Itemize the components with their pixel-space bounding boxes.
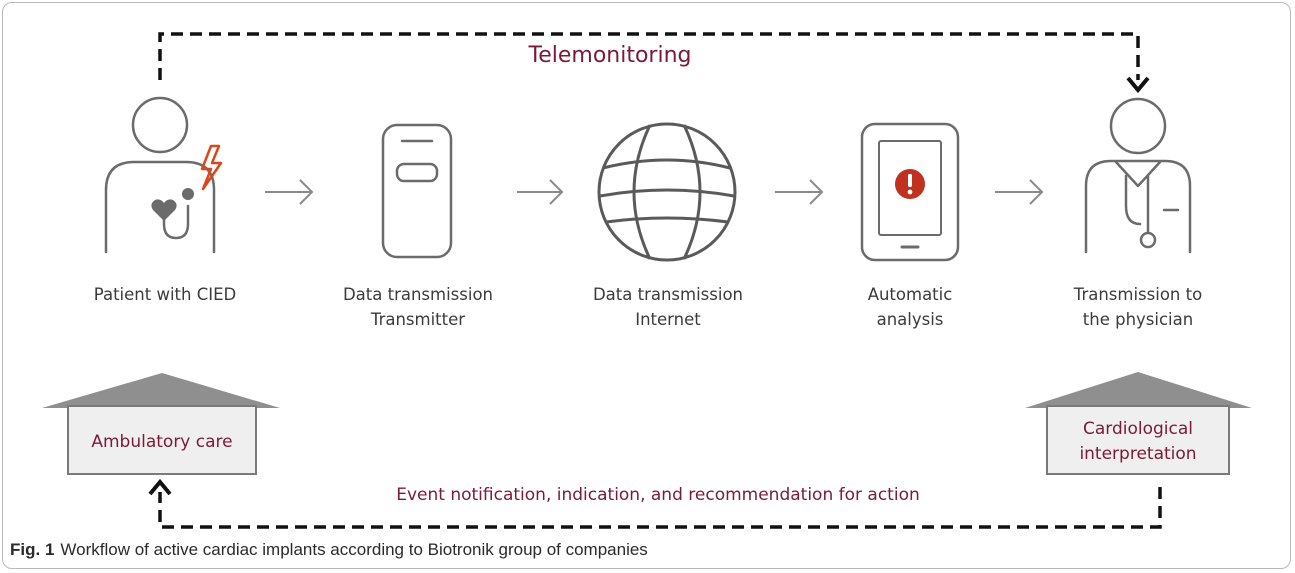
heart-icon (151, 199, 177, 221)
transmitter-icon (381, 123, 453, 259)
flow-arrow-1 (265, 179, 314, 205)
alert-icon (895, 169, 925, 199)
feedback-label: Event notification, indication, and reco… (396, 485, 920, 505)
flow-arrow-2 (517, 179, 564, 205)
feedback-dashed-arrow (158, 487, 1162, 529)
patient-icon (104, 96, 216, 254)
telemonitoring-arrowhead (1126, 76, 1150, 94)
step-3-label-line2: Internet (635, 310, 701, 329)
step-1-label: Patient with CIED (94, 285, 236, 304)
lightning-bolt-icon (200, 144, 223, 191)
physician-icon (1084, 97, 1192, 254)
telemonitoring-dashed-arrow (158, 32, 1140, 80)
flow-arrow-4 (995, 179, 1044, 205)
tablet-alert-icon (860, 122, 960, 262)
house-ambulatory-care: Ambulatory care (42, 373, 280, 475)
step-4-label-line2: analysis (877, 310, 944, 329)
flow-arrow-3 (775, 179, 824, 205)
house-right-label-line2: interpretation (1079, 444, 1196, 464)
step-3-label-line1: Data transmission (593, 285, 743, 304)
step-2-label-line2: Transmitter (370, 310, 465, 329)
step-5-label-line2: the physician (1083, 310, 1193, 329)
step-5-label-line1: Transmission to (1073, 285, 1202, 304)
caption-label: Fig. 1 (10, 540, 55, 559)
step-2-label-line1: Data transmission (343, 285, 493, 304)
house-cardiological-interpretation: Cardiological interpretation (1025, 372, 1252, 475)
house-left-label: Ambulatory care (91, 432, 232, 452)
figure-caption: Fig. 1 Workflow of active cardiac implant… (10, 540, 648, 560)
step-labels: Patient with CIED Data transmission Tran… (94, 285, 1202, 329)
caption-text: Workflow of active cardiac implants acco… (60, 540, 648, 559)
globe-icon (597, 122, 737, 262)
house-right-label-line1: Cardiological (1083, 419, 1193, 439)
telemonitoring-label: Telemonitoring (528, 43, 692, 68)
step-4-label-line1: Automatic (868, 285, 953, 304)
feedback-arrowhead (148, 478, 172, 496)
